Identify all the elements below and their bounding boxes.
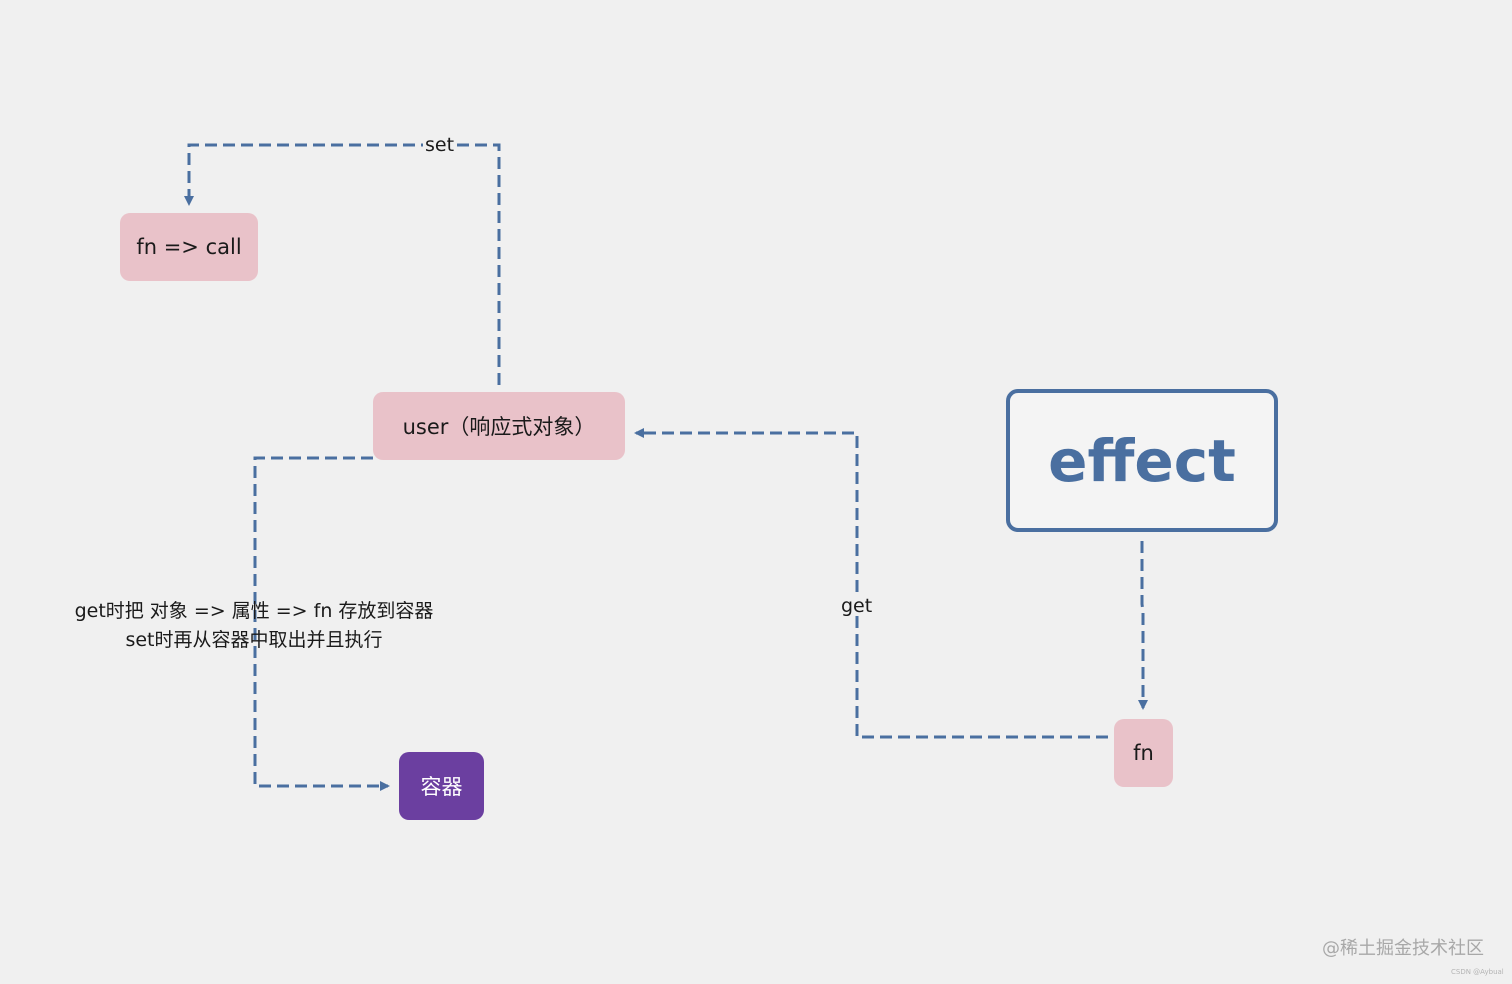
user-reactive-object-node: user（响应式对象） xyxy=(373,392,625,460)
effect-node: effect xyxy=(1006,389,1278,532)
edge-get-fn-to-user xyxy=(634,428,1108,739)
fn-call-label: fn => call xyxy=(136,235,242,259)
user-node-label: user（响应式对象） xyxy=(402,415,596,439)
watermark-small: CSDN @Aybual xyxy=(1451,968,1504,976)
watermark: @稀土掘金技术社区 xyxy=(1322,938,1484,959)
fn-node-label: fn xyxy=(1133,741,1154,765)
container-node: 容器 xyxy=(399,752,484,820)
edge-set-user-to-fn-call xyxy=(184,143,501,385)
description-note: get时把 对象 => 属性 => fn 存放到容器 set时再从容器中取出并且… xyxy=(54,597,454,655)
edge-effect-to-fn xyxy=(1138,541,1148,710)
fn-node: fn xyxy=(1114,719,1173,787)
container-node-label: 容器 xyxy=(420,775,463,799)
set-edge-label: set xyxy=(423,134,457,156)
fn-call-node: fn => call xyxy=(120,213,258,281)
get-edge-label: get xyxy=(839,595,875,617)
note-line-1: get时把 对象 => 属性 => fn 存放到容器 xyxy=(74,600,434,622)
edge-user-to-container xyxy=(253,456,390,791)
note-line-2: set时再从容器中取出并且执行 xyxy=(125,629,383,651)
effect-node-label: effect xyxy=(1048,426,1236,495)
